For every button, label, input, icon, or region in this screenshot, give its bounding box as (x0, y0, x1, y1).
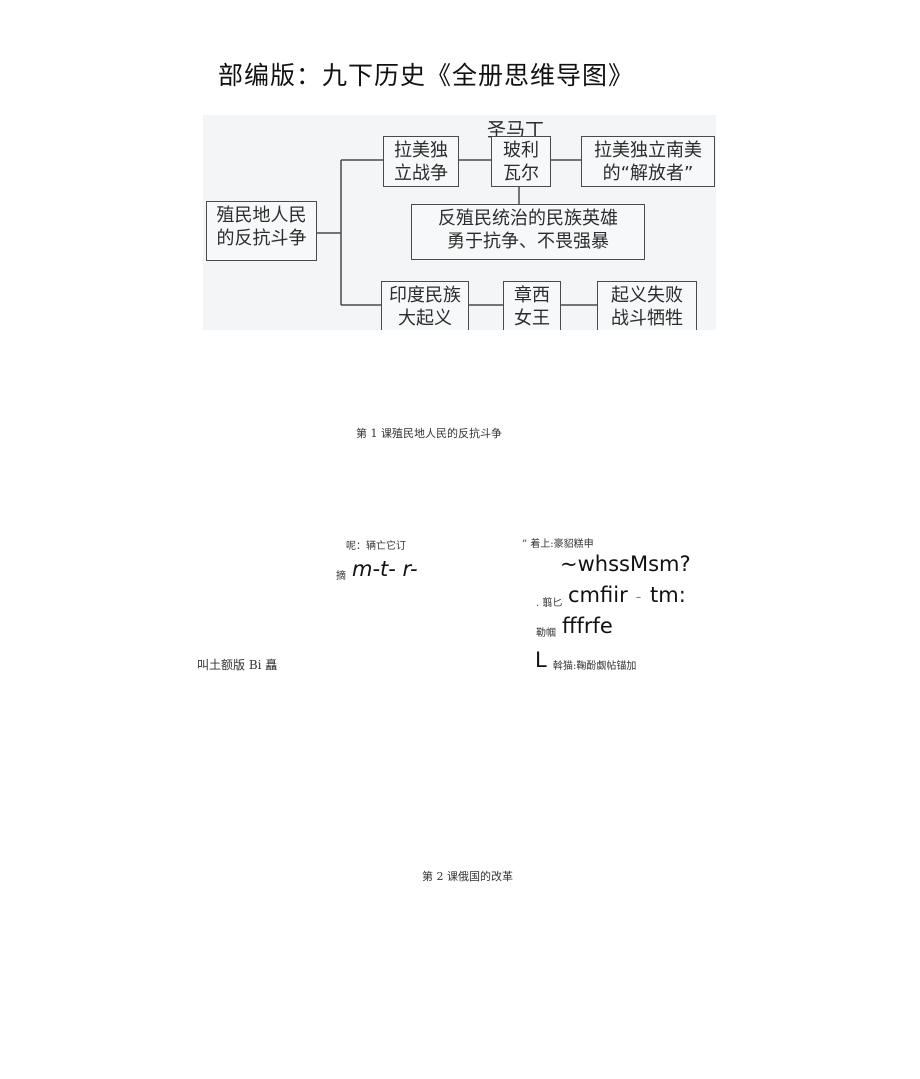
garbled-right-big-l: L (535, 648, 547, 672)
garbled-right-dash: – (636, 592, 641, 603)
garbled-right-prefix-3: 勒帼 (536, 628, 556, 639)
node-bolivar-line2: 瓦尔 (503, 163, 539, 184)
node-indian-line2: 大起义 (398, 308, 452, 329)
node-root-line2: 的反抗斗争 (216, 228, 307, 249)
garbled-left-prefix: 摘 (336, 571, 346, 582)
label-san-martin: 圣马丁 (487, 119, 545, 141)
node-root-line1: 殖民地人民 (216, 205, 307, 226)
node-latin-war-line1: 拉美独 (394, 140, 448, 161)
garbled-left-top: 呢：辆亡它订 (346, 541, 406, 552)
node-liberator: 拉美独立南美 的“解放者” (581, 136, 715, 187)
mind-map-diagram: 圣马丁 殖民地人民 的反抗斗争 拉美独 立战争 玻利 瓦尔 拉美独立南美 的“解… (203, 115, 716, 330)
lesson2-caption: 第 2 课俄国的改革 (422, 870, 513, 883)
node-root: 殖民地人民 的反抗斗争 (206, 201, 317, 261)
node-indian-uprising: 印度民族 大起义 (381, 281, 469, 330)
node-indian-line1: 印度民族 (389, 285, 461, 306)
node-failure-line1: 起义失败 (611, 285, 683, 306)
garbled-right-prefix-2: . 翦匕 (536, 598, 563, 609)
page-title: 部编版：九下历史《全册思维导图》 (218, 61, 635, 90)
node-heroes-line1: 反殖民统治的民族英雄 (438, 208, 618, 229)
node-liberator-line1: 拉美独立南美 (594, 140, 702, 161)
node-rani-line1: 章西 (514, 285, 550, 306)
node-bolivar: 玻利 瓦尔 (491, 136, 551, 187)
node-latin-american-war: 拉美独 立战争 (383, 136, 459, 187)
garbled-left-bottom: 叫土额版 Bi 矗 (197, 658, 278, 672)
garbled-right-big-1: ~whssMsm? (560, 552, 691, 576)
node-bolivar-line1: 玻利 (503, 140, 539, 161)
garbled-right-big-2b: tm: (650, 583, 686, 607)
lesson1-caption: 第 1 课殖民地人民的反抗斗争 (356, 427, 502, 440)
node-failure-line2: 战斗牺牲 (611, 308, 683, 329)
garbled-right-big-3: fffrfe (562, 614, 613, 638)
node-uprising-failure: 起义失败 战斗牺牲 (597, 281, 697, 330)
garbled-right-big-2: cmfiir (568, 583, 628, 607)
garbled-right-top: ” 着上:豪貂糕申 (522, 539, 594, 550)
garbled-left-big: m-t- r- (352, 557, 418, 581)
connector-lines (317, 159, 597, 306)
node-national-heroes: 反殖民统治的民族英雄 勇于抗争、不畏强暴 (411, 204, 645, 260)
node-rani-line2: 女王 (514, 308, 550, 329)
garbled-right-bottom: 斡猫:鞠酚觑帖锚加 (553, 661, 637, 672)
node-liberator-line2: 的“解放者” (602, 163, 694, 184)
node-heroes-line2: 勇于抗争、不畏强暴 (447, 231, 609, 252)
node-rani: 章西 女王 (503, 281, 561, 330)
node-latin-war-line2: 立战争 (394, 163, 448, 184)
